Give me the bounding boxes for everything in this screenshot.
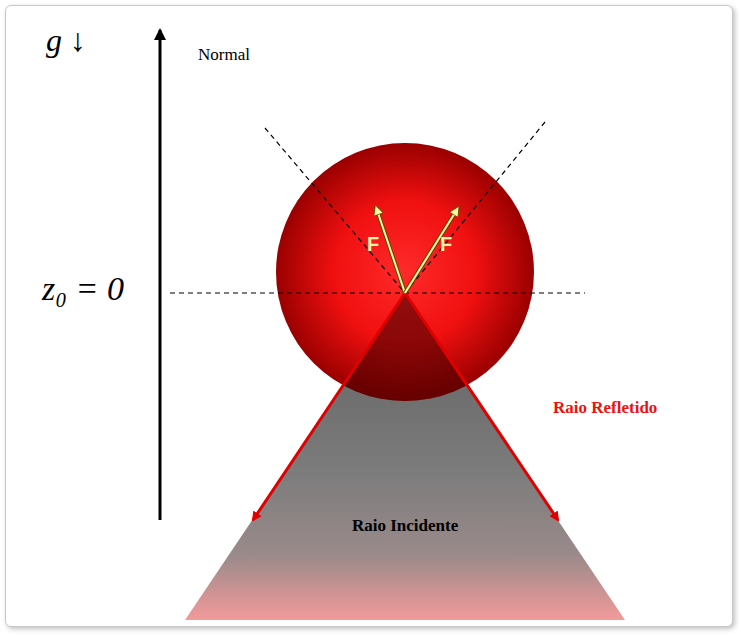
force-arrow-outline — [376, 207, 405, 293]
force-label: F — [367, 233, 379, 256]
force-label: F — [440, 233, 452, 256]
reflected-ray-label: Raio Refletido — [553, 398, 657, 418]
reflected-ray — [405, 293, 558, 520]
z-axis — [159, 30, 162, 520]
sphere-node: FF — [276, 143, 535, 402]
force-arrow — [405, 208, 458, 293]
force-arrow — [376, 207, 405, 293]
normal-line — [265, 128, 405, 293]
z0-label: z₀ = 0 — [42, 270, 124, 308]
reflected-ray — [253, 293, 405, 520]
light-cone — [185, 293, 625, 620]
gravity-label: g ↓ — [46, 22, 86, 59]
z0-line — [170, 292, 585, 293]
cone-in-sphere — [185, 293, 625, 620]
cone-label: Raio Incidente — [352, 516, 458, 536]
normal-line — [405, 122, 545, 293]
incident-ray-cone: Raio Incidente — [185, 293, 625, 620]
force-arrow-outline — [405, 208, 458, 293]
normal-label: Normal — [198, 45, 250, 65]
